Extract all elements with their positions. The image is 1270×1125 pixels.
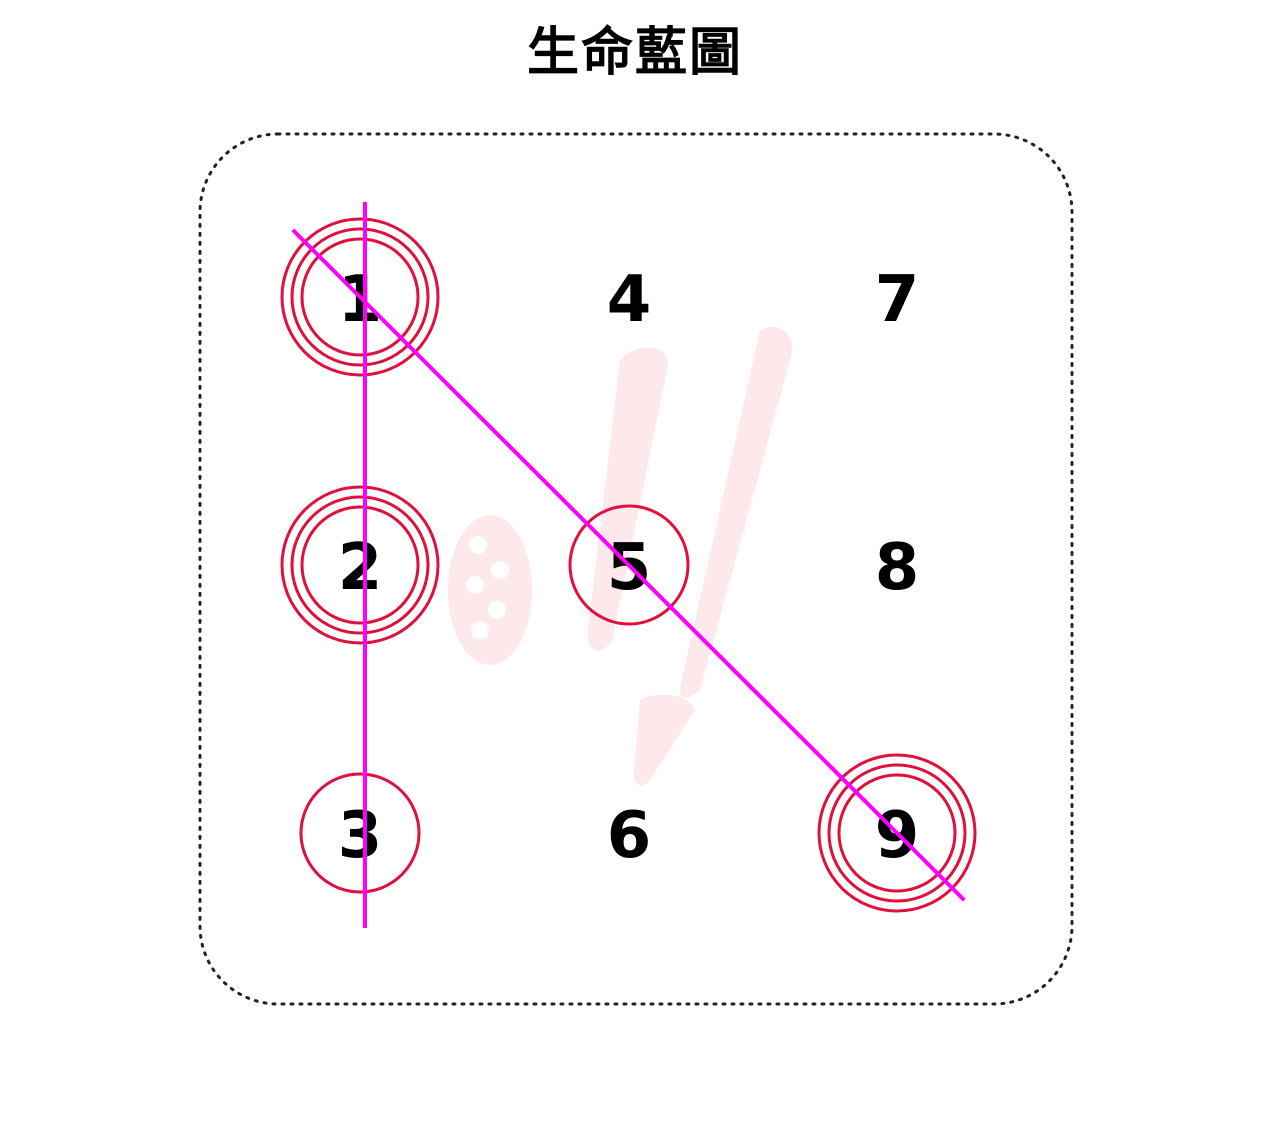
ring-9-1 [817,753,977,913]
grid-cell-7: 7 [875,263,920,337]
grid-cell-1: 1 [280,217,440,377]
ring-1-2 [290,227,430,367]
watermark-stroke-right [679,326,792,698]
ring-2-1 [280,485,440,645]
grid-cells: 123456789 [280,217,977,913]
watermark-film-reel [448,515,532,665]
grid-cell-4: 4 [607,263,652,337]
cell-number-7: 7 [875,263,920,337]
line-1-5-9 [291,228,966,902]
grid-cell-6: 6 [607,799,652,873]
watermark-reel-hole [488,601,506,619]
cell-number-3: 3 [338,799,383,873]
grid-cell-9: 9 [817,753,977,913]
ring-2-3 [300,505,420,625]
cell-number-9: 9 [875,799,920,873]
ring-9-3 [837,773,957,893]
diagram-title: 生命藍圖 [526,23,743,83]
cell-number-6: 6 [607,799,652,873]
grid-cell-2: 2 [280,485,440,645]
watermark-reel-hole [466,576,484,594]
ring-1-1 [280,217,440,377]
ring-9-2 [827,763,967,903]
grid-cell-8: 8 [875,531,920,605]
watermark-reel-hole [469,536,487,554]
watermark-reel-hole [471,621,489,639]
cell-number-2: 2 [338,531,383,605]
connection-lines [291,202,966,928]
ring-5-1 [568,504,690,626]
watermark-nib [633,694,695,786]
grid-cell-3: 3 [299,772,421,894]
ring-1-3 [300,237,420,357]
watermark-stroke-left [587,347,669,651]
watermark-logo [448,326,792,786]
ring-3-1 [299,772,421,894]
cell-number-8: 8 [875,531,920,605]
ring-2-2 [290,495,430,635]
cell-number-1: 1 [338,263,383,337]
cell-number-4: 4 [607,263,652,337]
watermark-reel-hole [491,561,509,579]
grid-frame [198,132,1074,1006]
